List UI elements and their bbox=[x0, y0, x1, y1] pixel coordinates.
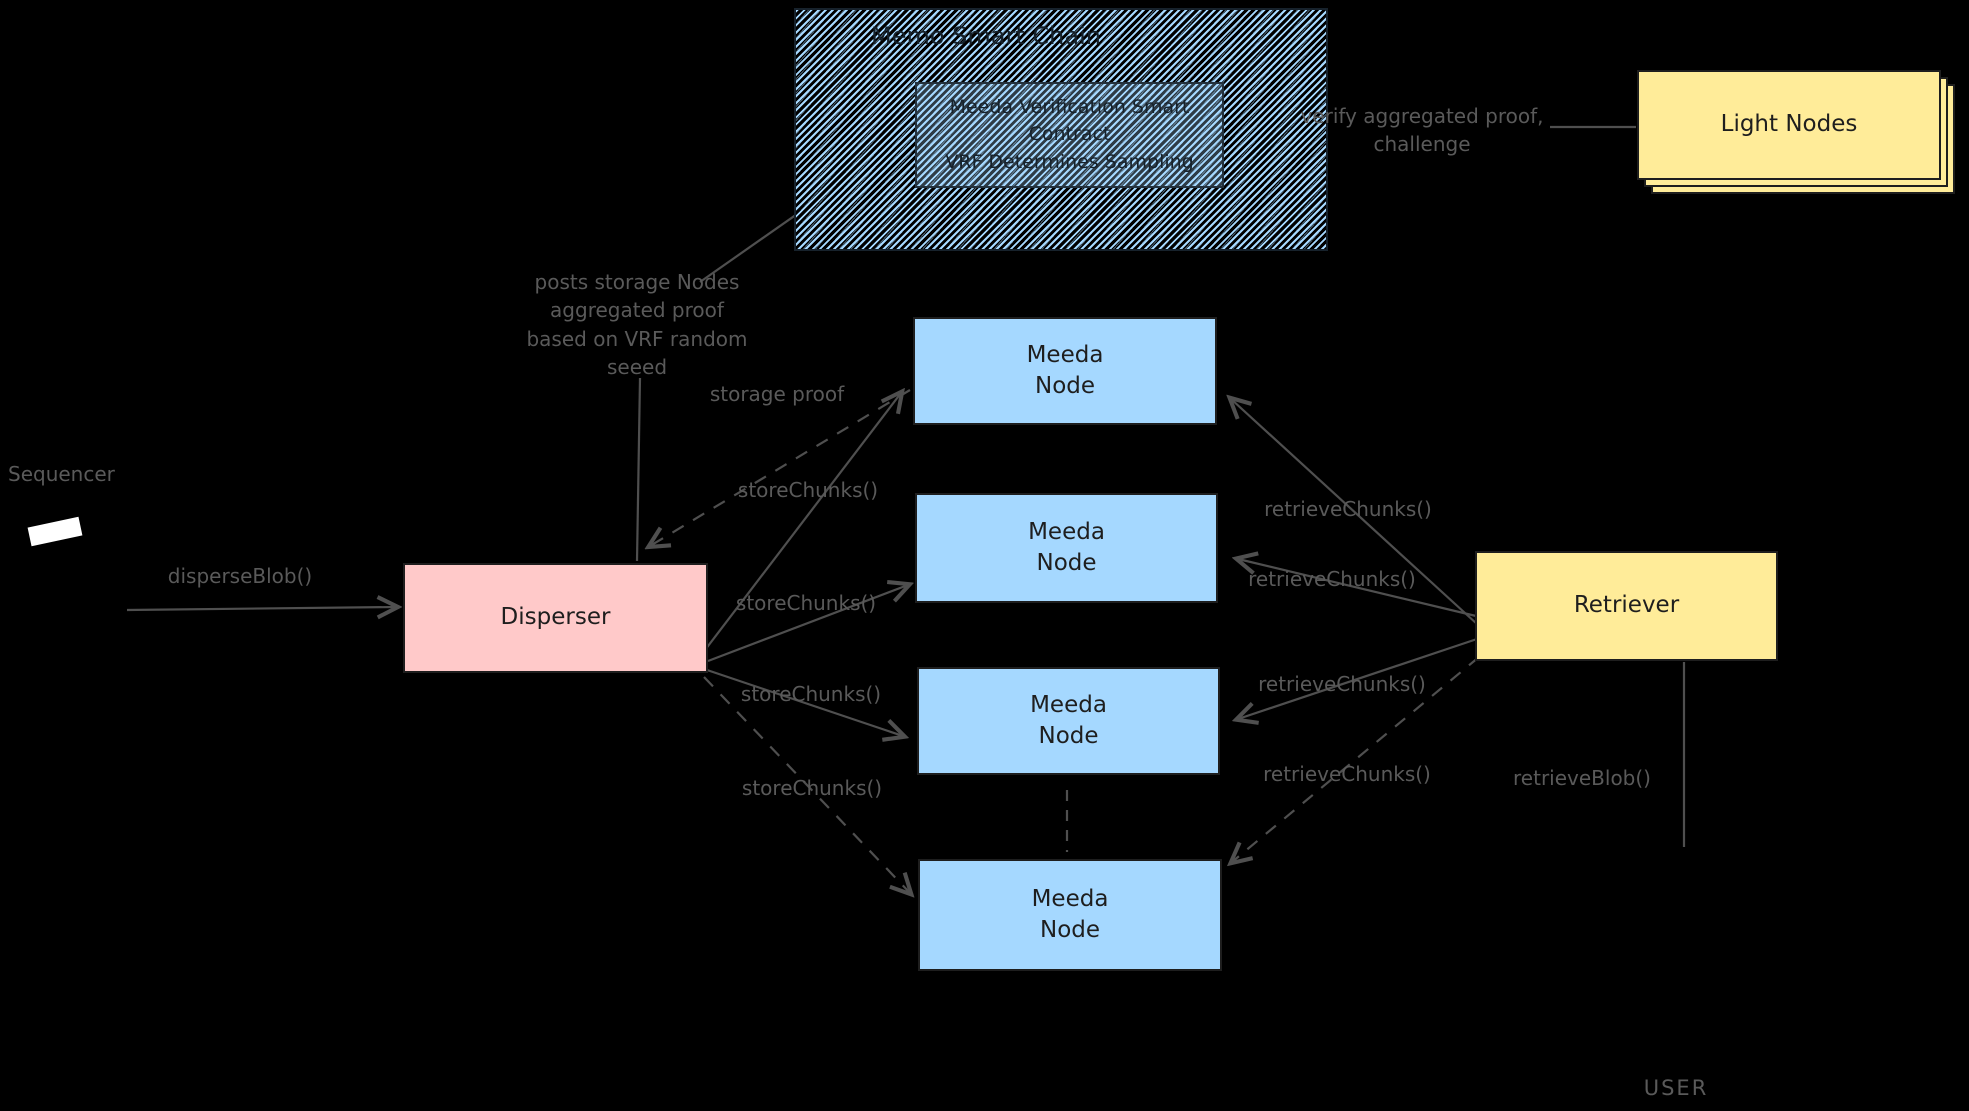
user-label: USER bbox=[1643, 1076, 1709, 1100]
meeda-node-2: Meeda Node bbox=[915, 493, 1218, 603]
disperser-label: Disperser bbox=[500, 604, 611, 631]
edge-label-posts-proof: posts storage Nodes aggregated proof bas… bbox=[526, 270, 748, 380]
arrow-disperse-blob bbox=[126, 607, 396, 610]
meeda-node-1: Meeda Node bbox=[913, 317, 1217, 425]
arrow-storage-proof bbox=[650, 389, 911, 546]
memo-smart-chain-box: Memo Smart Chain Meeda Verification Smar… bbox=[794, 8, 1328, 251]
meeda-node-3-label: Meeda Node bbox=[1030, 691, 1107, 749]
arrow-store-chunks-2 bbox=[707, 585, 908, 663]
arrow-retrieve-chunks-4 bbox=[1232, 656, 1480, 862]
arrow-posts-proof-segment bbox=[635, 377, 642, 562]
edge-label-storage-proof: storage proof bbox=[709, 382, 845, 406]
edge-label-store-chunks-2: storeChunks() bbox=[735, 591, 877, 615]
retriever-box: Retriever bbox=[1475, 551, 1778, 661]
meeda-node-4: Meeda Node bbox=[918, 859, 1222, 971]
edge-label-verify: verify aggregated proof, challenge bbox=[1300, 104, 1544, 156]
arrow-store-chunks-3 bbox=[706, 668, 903, 736]
retriever-label: Retriever bbox=[1573, 592, 1680, 619]
sequencer-label: Sequencer bbox=[8, 462, 115, 486]
meeda-node-1-label: Meeda Node bbox=[1026, 341, 1104, 399]
light-nodes-label: Light Nodes bbox=[1720, 111, 1858, 138]
memo-smart-chain-title: Memo Smart Chain bbox=[871, 22, 1101, 50]
disperser-box: Disperser bbox=[403, 563, 708, 673]
edge-label-store-chunks-1: storeChunks() bbox=[737, 478, 879, 502]
edge-label-retrieve-chunks-2: retrieveChunks() bbox=[1248, 567, 1416, 591]
edge-label-retrieve-chunks-1: retrieveChunks() bbox=[1264, 497, 1432, 521]
edge-label-retrieve-chunks-3: retrieveChunks() bbox=[1258, 672, 1426, 696]
light-nodes-box: Light Nodes bbox=[1637, 70, 1941, 180]
edge-label-retrieve-blob: retrieveBlob() bbox=[1513, 766, 1651, 790]
meeda-node-4-label: Meeda Node bbox=[1031, 885, 1109, 943]
edge-label-store-chunks-3: storeChunks() bbox=[740, 682, 882, 706]
arrow-store-chunks-4 bbox=[703, 676, 910, 893]
arrow-retrieve-chunks-1 bbox=[1231, 399, 1478, 625]
edge-label-disperse-blob: disperseBlob() bbox=[167, 564, 313, 588]
meeda-verification-contract-box: Meeda Verification Smart Contract VRF De… bbox=[915, 82, 1224, 188]
meeda-node-3: Meeda Node bbox=[917, 667, 1220, 775]
edge-label-retrieve-chunks-4: retrieveChunks() bbox=[1263, 762, 1431, 786]
meeda-node-2-label: Meeda Node bbox=[1028, 518, 1105, 576]
arrow-store-chunks-1 bbox=[704, 393, 901, 651]
edge-label-store-chunks-4: storeChunks() bbox=[741, 776, 883, 800]
arrow-retrieve-chunks-3 bbox=[1238, 637, 1478, 719]
arrow-retrieve-chunks-2 bbox=[1238, 559, 1477, 618]
